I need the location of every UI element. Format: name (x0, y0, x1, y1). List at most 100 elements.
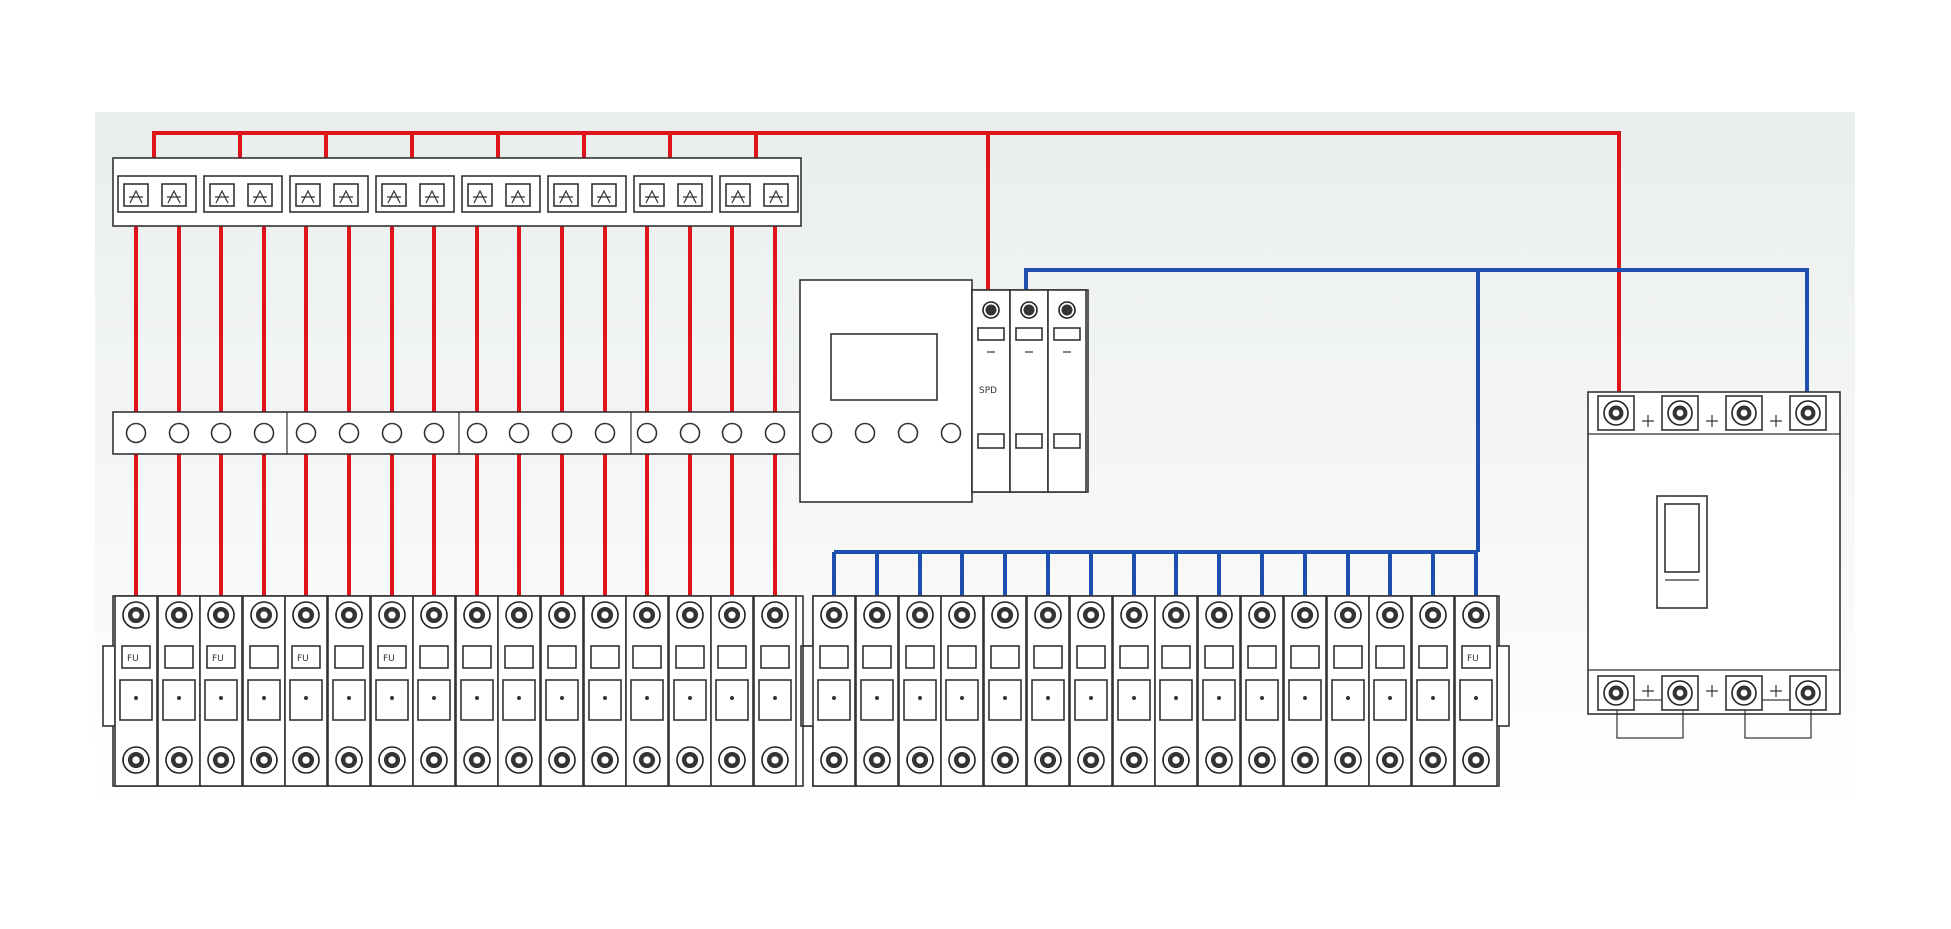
fuse-top-screw (378, 601, 406, 629)
screw-slot (260, 611, 268, 619)
fuse-label-window (206, 645, 236, 669)
fuse-indicator (1089, 696, 1093, 700)
screw-slot (132, 756, 140, 764)
fuse-bottom-screw (633, 746, 661, 774)
fuse-indicator (262, 696, 266, 700)
fuse-holder (242, 595, 286, 787)
fuse-holder (1069, 595, 1113, 787)
spd-pole (1009, 289, 1049, 493)
fuse-indicator (517, 696, 521, 700)
fuse-top-screw (335, 601, 363, 629)
breaker-bottom-link-mark (1642, 685, 1654, 697)
fuse-indicator (347, 696, 351, 700)
screw-slot (1258, 756, 1266, 764)
fuse-label-window (1333, 645, 1363, 669)
fuse-bottom-screw (1077, 746, 1105, 774)
fuse-holder (855, 595, 899, 787)
screw-slot (1130, 756, 1138, 764)
screw-slot (1804, 409, 1812, 417)
fuse-indicator (645, 696, 649, 700)
fuse-bottom-screw (335, 746, 363, 774)
fuse-indicator (475, 696, 479, 700)
fuse-label-window (760, 645, 790, 669)
fuse-holder (583, 595, 627, 787)
fuse-top-screw (1334, 601, 1362, 629)
fuse-label-window (419, 645, 449, 669)
terminal-cell (295, 183, 321, 207)
fuse-holder (625, 595, 669, 787)
fuse-carrier (1288, 679, 1322, 721)
input-terminal-pair (461, 175, 541, 213)
fuse-top-screw (463, 601, 491, 629)
fuse-indicator (304, 696, 308, 700)
fuse-indicator (560, 696, 564, 700)
monitor-terminal-hole (940, 422, 962, 444)
fuse-indicator (1046, 696, 1050, 700)
busbar-hole (466, 422, 488, 444)
fuse-top-screw (207, 601, 235, 629)
screw-slot (1087, 756, 1095, 764)
breaker-top-terminal (1731, 400, 1757, 426)
fuse-bottom-screw (250, 746, 278, 774)
terminal-screw-mark (301, 189, 315, 204)
busbar-hole (594, 422, 616, 444)
fuse-label-window (1119, 645, 1149, 669)
terminal-screw-mark (215, 189, 229, 204)
fuse-indicator (134, 696, 138, 700)
fuse-holder (898, 595, 942, 787)
fuse-bottom-screw (463, 746, 491, 774)
fuse-tag: FU (1467, 654, 1479, 664)
screw-slot (1087, 611, 1095, 619)
fuse-tag: FU (297, 654, 309, 664)
fuse-indicator (432, 696, 436, 700)
fuse-label-window (717, 645, 747, 669)
terminal-screw-mark (129, 189, 143, 204)
fuse-bottom-screw (906, 746, 934, 774)
positive-wiring (134, 131, 1621, 612)
breaker-bottom-link-mark (1770, 685, 1782, 697)
monitor-terminal-hole (897, 422, 919, 444)
fuse-bottom-screw (207, 746, 235, 774)
spd-pole (971, 289, 1011, 493)
input-terminal-pair (375, 175, 455, 213)
fuse-top-screw (292, 601, 320, 629)
terminal-cell (209, 183, 235, 207)
screw-slot (601, 611, 609, 619)
terminal-cell (333, 183, 359, 207)
fuse-bottom-screw (378, 746, 406, 774)
fuse-bottom-screw (591, 746, 619, 774)
breaker-handle (1664, 503, 1700, 573)
fuse-holder (412, 595, 456, 787)
busbar-hole (423, 422, 445, 444)
breaker-top-terminal (1667, 400, 1693, 426)
fuse-indicator (1132, 696, 1136, 700)
fuse-holder (1368, 595, 1412, 787)
breaker-housing (1587, 391, 1841, 715)
fuse-bottom-screw (991, 746, 1019, 774)
breaker-top-link-mark (1642, 415, 1654, 427)
screw-slot (1429, 756, 1437, 764)
screw-slot (916, 756, 924, 764)
busbar-hole (721, 422, 743, 444)
fuse-indicator (1346, 696, 1350, 700)
fuse-holder (157, 595, 201, 787)
input-terminal-pair (203, 175, 283, 213)
busbar-hole (508, 422, 530, 444)
screw-slot (302, 756, 310, 764)
terminal-cell (419, 183, 445, 207)
fuse-label-window (1076, 645, 1106, 669)
spd-pole-terminal-head (1061, 304, 1073, 316)
fuse-rail-end-clip (1496, 645, 1510, 727)
screw-slot (1740, 409, 1748, 417)
monitoring-module (799, 279, 973, 503)
fuse-label-window (1290, 645, 1320, 669)
busbar-hole (338, 422, 360, 444)
fuse-label-window (1418, 645, 1448, 669)
fuse-top-screw (718, 601, 746, 629)
fuse-holder (1283, 595, 1327, 787)
fuse-holder: FU (114, 595, 158, 787)
fuse-label-window (504, 645, 534, 669)
fuse-bottom-screw (676, 746, 704, 774)
screw-slot (958, 756, 966, 764)
screw-slot (830, 611, 838, 619)
